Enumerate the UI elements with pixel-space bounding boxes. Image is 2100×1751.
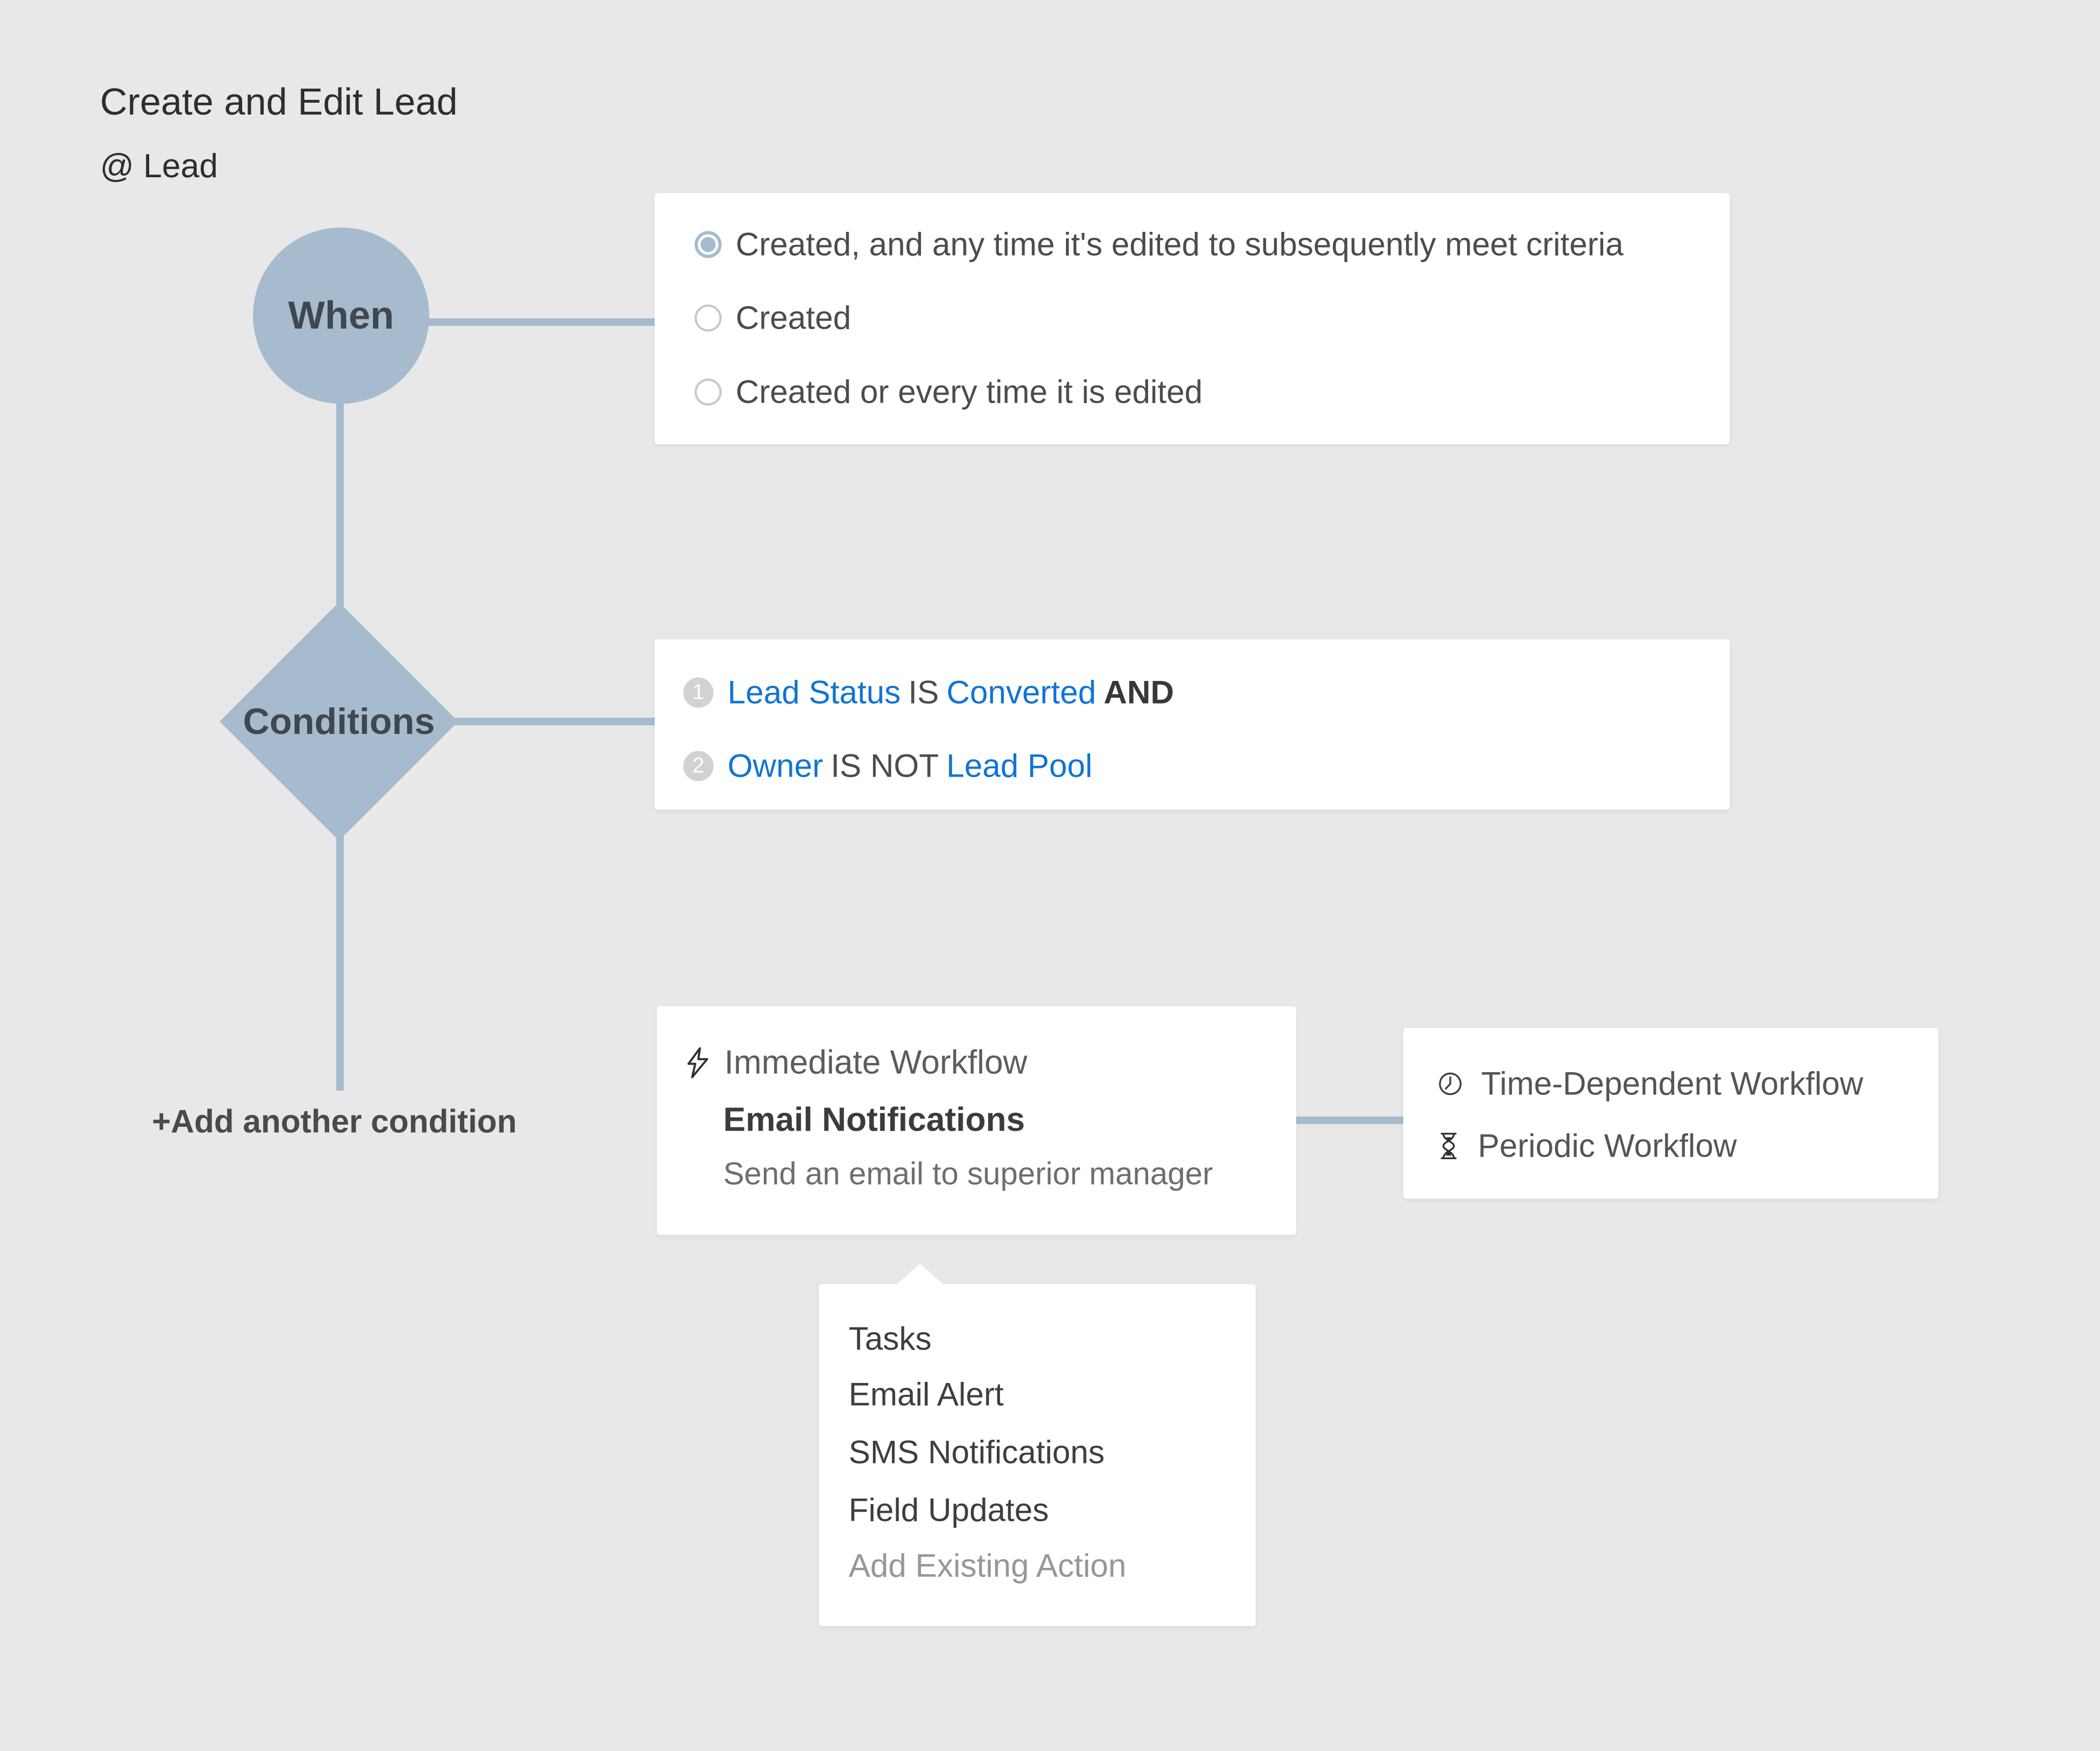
connector-diamond-to-panel — [454, 718, 655, 725]
lightning-icon — [685, 1047, 710, 1078]
immediate-action-type[interactable]: Email Notifications — [723, 1101, 1025, 1139]
page-title: Create and Edit Lead — [100, 81, 458, 123]
action-menu: Tasks Email Alert SMS Notifications Fiel… — [819, 1284, 1256, 1626]
condition-operator: IS NOT — [830, 747, 939, 784]
page-subtitle: @ Lead — [100, 148, 218, 185]
immediate-workflow-title: Immediate Workflow — [724, 1044, 1028, 1081]
periodic-workflow-label: Periodic Workflow — [1478, 1127, 1737, 1164]
menu-caret — [896, 1264, 944, 1285]
when-node-label: When — [288, 294, 394, 337]
connector-conditions-to-add — [336, 832, 344, 1091]
condition-operator: IS — [908, 674, 939, 711]
when-option-label: Created — [736, 299, 851, 336]
time-dependent-workflow-item[interactable]: Time-Dependent Workflow — [1438, 1065, 1863, 1102]
when-option-row[interactable]: Created or every time it is edited — [695, 373, 1203, 411]
add-condition-button[interactable]: +Add another condition — [152, 1103, 517, 1140]
hourglass-icon — [1438, 1132, 1459, 1160]
time-dependent-workflow-label: Time-Dependent Workflow — [1481, 1065, 1863, 1102]
radio-button[interactable] — [695, 304, 722, 331]
menu-item-add-existing-action[interactable]: Add Existing Action — [849, 1547, 1126, 1584]
radio-button-selected[interactable] — [695, 231, 722, 258]
when-options-panel: Created, and any time it's edited to sub… — [655, 193, 1730, 444]
condition-value-link[interactable]: Converted — [946, 674, 1096, 711]
condition-number-badge: 2 — [683, 751, 714, 781]
condition-conjunction: AND — [1103, 674, 1174, 711]
immediate-workflow-panel[interactable]: Immediate Workflow Email Notifications S… — [657, 1006, 1296, 1235]
menu-item-email-alert[interactable]: Email Alert — [849, 1376, 1004, 1413]
immediate-workflow-header: Immediate Workflow — [685, 1044, 1027, 1082]
menu-item-field-updates[interactable]: Field Updates — [849, 1492, 1049, 1528]
menu-item-tasks[interactable]: Tasks — [849, 1320, 932, 1357]
when-node: When — [253, 228, 429, 404]
clock-icon — [1438, 1071, 1463, 1096]
periodic-workflow-item[interactable]: Periodic Workflow — [1438, 1127, 1737, 1165]
condition-field-link[interactable]: Lead Status — [728, 674, 901, 711]
connector-immediate-to-time — [1296, 1117, 1403, 1124]
immediate-action-description: Send an email to superior manager — [723, 1156, 1213, 1192]
condition-value-link[interactable]: Lead Pool — [946, 747, 1092, 784]
connector-when-to-panel — [422, 318, 655, 326]
menu-item-sms-notifications[interactable]: SMS Notifications — [849, 1434, 1105, 1471]
condition-field-link[interactable]: Owner — [728, 747, 823, 784]
when-option-label: Created, and any time it's edited to sub… — [736, 226, 1624, 263]
conditions-node-label: Conditions — [243, 701, 435, 742]
when-option-row[interactable]: Created — [695, 299, 851, 337]
time-workflow-panel: Time-Dependent Workflow Periodic Workflo… — [1403, 1028, 1938, 1199]
when-option-row[interactable]: Created, and any time it's edited to sub… — [695, 226, 1623, 263]
connector-when-to-conditions — [336, 400, 344, 611]
condition-number-badge: 1 — [683, 677, 714, 707]
radio-button[interactable] — [695, 378, 722, 405]
when-option-label: Created or every time it is edited — [736, 373, 1203, 410]
